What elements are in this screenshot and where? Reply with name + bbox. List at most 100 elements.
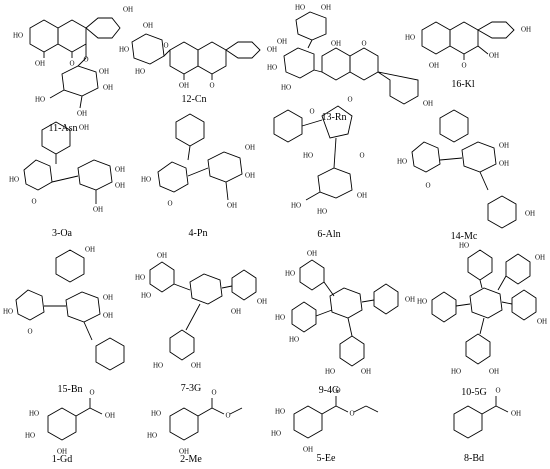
svg-text:O: O [209,82,214,90]
svg-text:OH: OH [245,144,255,152]
svg-text:O: O [349,410,354,418]
svg-text:HO: HO [291,202,301,210]
svg-text:HO: HO [459,242,469,250]
svg-text:OH: OH [357,192,367,200]
svg-text:OH: OH [79,124,89,132]
svg-text:OH: OH [429,62,439,70]
svg-text:OH: OH [257,298,267,306]
svg-text:HO: HO [275,408,285,416]
svg-text:OH: OH [303,446,313,454]
svg-text:HO: HO [13,32,23,40]
compound-10-structure: HO OH HO OH HO OH [417,242,547,376]
svg-text:O: O [361,40,366,48]
svg-text:HO: HO [141,292,151,300]
compound-14-structure: OH OH HO O OH [397,109,535,229]
svg-text:O: O [163,42,168,50]
svg-text:HO: HO [405,34,415,42]
svg-text:HO: HO [153,362,163,370]
svg-text:HO: HO [135,274,145,282]
svg-text:OH: OH [307,250,317,258]
svg-text:OH: OH [499,142,509,150]
compound-label-12: 12-Cn [182,94,207,105]
compound-label-11: 11-Asn [48,123,77,134]
compound-label-9: 9-4G [319,385,340,396]
svg-text:OH: OH [525,210,535,218]
svg-text:OH: OH [277,38,287,46]
svg-text:OH: OH [191,362,201,370]
svg-text:OH: OH [267,46,277,54]
svg-text:OH: OH [489,52,499,60]
compound-label-5: 5-Ee [317,453,336,464]
compound-5-structure: HO HO OH O O [271,387,379,454]
svg-text:OH: OH [361,368,371,376]
svg-text:HO: HO [35,96,45,104]
svg-text:O: O [225,412,230,420]
svg-text:OH: OH [115,166,125,174]
compound-4-structure: HO O OH OH OH [141,113,255,210]
compound-label-15: 15-Bn [58,384,83,395]
svg-text:OH: OH [157,252,167,260]
svg-text:HO: HO [25,432,35,440]
compound-label-1: 1-Gd [52,454,73,465]
svg-text:O: O [461,62,466,70]
svg-text:O: O [335,387,340,395]
svg-text:OH: OH [57,448,67,456]
compound-2-structure: HO HO OH O O [147,389,243,456]
svg-text:OH: OH [511,410,521,418]
svg-text:HO: HO [267,64,277,72]
svg-text:OH: OH [99,68,109,76]
svg-text:HO: HO [317,208,327,216]
svg-text:OH: OH [103,84,113,92]
compound-12-structure: HO OH HO O OH O OH [119,22,277,90]
compound-label-2: 2-Me [180,454,202,465]
svg-text:HO: HO [289,336,299,344]
svg-text:HO: HO [397,158,407,166]
svg-text:OH: OH [521,26,531,34]
compound-15-structure: OH OH OH HO O [3,246,125,371]
svg-text:OH: OH [103,312,113,320]
svg-text:HO: HO [275,314,285,322]
compound-6-structure: O O HO O HO HO OH [273,96,367,216]
svg-text:OH: OH [93,206,103,214]
svg-text:O: O [347,96,352,104]
svg-text:O: O [89,389,94,397]
svg-text:HO: HO [141,176,151,184]
compound-label-4: 4-Pn [189,228,208,239]
svg-text:OH: OH [489,368,499,376]
compound-label-8: 8-Bd [464,453,484,464]
svg-text:O: O [167,200,172,208]
compound-1-structure: HO HO OH O OH [25,389,115,456]
svg-text:O: O [211,389,216,397]
svg-text:OH: OH [321,4,331,12]
svg-text:OH: OH [123,6,133,14]
svg-text:O: O [83,56,88,64]
compound-label-16: 16-Kl [451,79,475,90]
svg-text:HO: HO [325,368,335,376]
svg-text:HO: HO [285,270,295,278]
compound-7-structure: OH HO HO OH OH HO OH [135,252,267,370]
compound-8-structure: O OH [453,387,521,439]
compound-label-14: 14-Mc [451,231,478,242]
svg-text:OH: OH [179,448,189,456]
svg-text:O: O [27,328,32,336]
svg-text:HO: HO [119,46,129,54]
compound-label-10: 10-5G [461,387,487,398]
svg-text:OH: OH [423,100,433,108]
svg-text:OH: OH [143,22,153,30]
svg-text:OH: OH [535,254,545,262]
svg-text:O: O [359,152,364,160]
compound-11-structure: HO OH O OH O OH OH OH HO [13,6,133,118]
svg-text:OH: OH [103,294,113,302]
svg-text:HO: HO [303,152,313,160]
svg-text:OH: OH [405,296,415,304]
svg-text:HO: HO [151,410,161,418]
svg-text:OH: OH [105,412,115,420]
compound-label-13: 13-Rn [322,112,347,123]
svg-text:OH: OH [35,60,45,68]
svg-text:HO: HO [451,368,461,376]
svg-text:HO: HO [3,308,13,316]
svg-text:OH: OH [179,82,189,90]
svg-text:OH: OH [231,308,241,316]
svg-text:OH: OH [85,246,95,254]
svg-text:HO: HO [295,4,305,12]
